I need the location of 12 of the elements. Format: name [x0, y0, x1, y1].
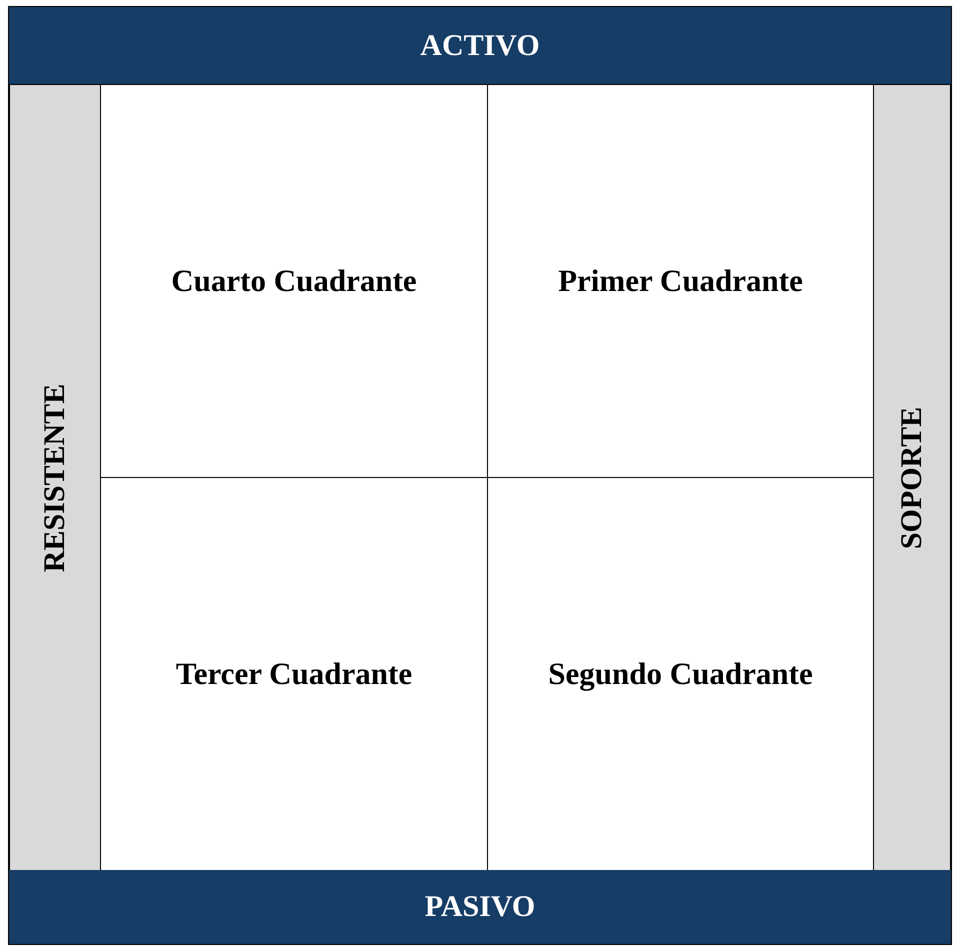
side-bar — [9, 84, 101, 871]
node-label: ACTIVO — [420, 29, 540, 63]
node-label: Primer Cuadrante — [558, 263, 803, 299]
node-label: Tercer Cuadrante — [176, 656, 412, 692]
header-band — [9, 870, 951, 944]
header-band — [9, 7, 951, 85]
side-bar — [873, 84, 951, 871]
node-label: SOPORTE — [895, 406, 929, 549]
node-label: Segundo Cuadrante — [548, 656, 813, 692]
node-label: PASIVO — [424, 890, 536, 924]
node-label: RESISTENTE — [38, 383, 72, 572]
node-label: Cuarto Cuadrante — [171, 263, 417, 299]
